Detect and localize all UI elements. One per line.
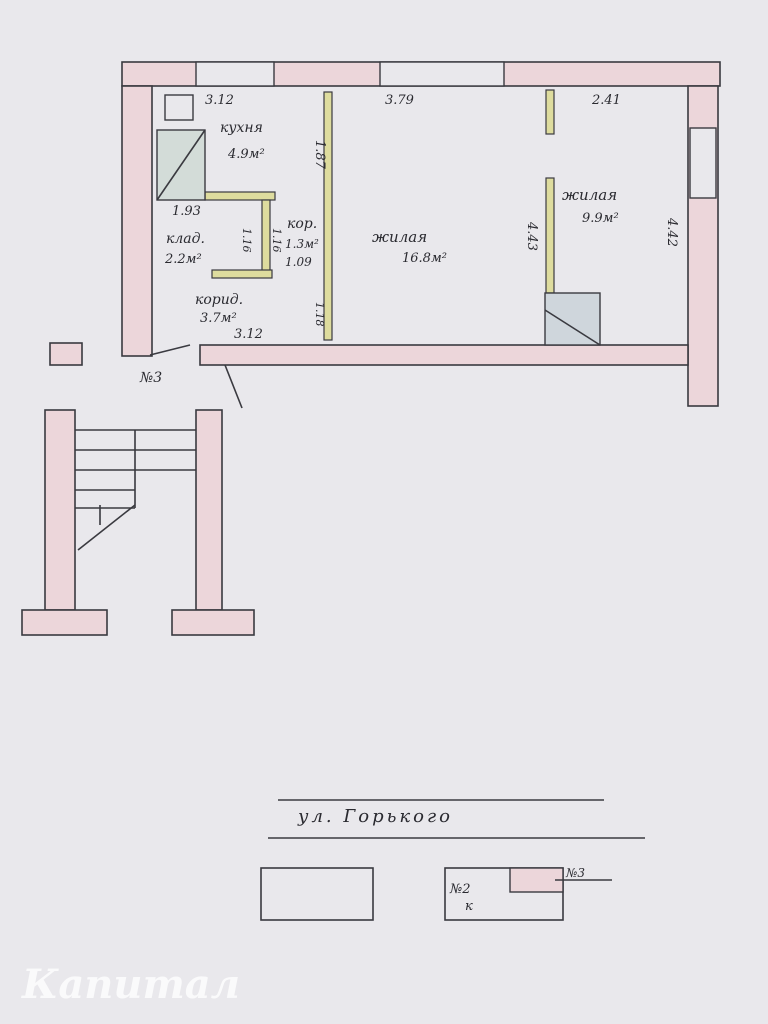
legend-apartment-number: №2 bbox=[449, 882, 471, 897]
room-name: жилая bbox=[562, 186, 617, 204]
window-right bbox=[689, 127, 717, 199]
legend-apartment-letter: к bbox=[465, 899, 473, 914]
dimension-label: 1.18 bbox=[313, 302, 326, 327]
room-name: кухня bbox=[220, 120, 263, 136]
legend-box-empty bbox=[260, 867, 374, 921]
dimension-label: 3.12 bbox=[205, 93, 234, 108]
wall-fragment bbox=[49, 342, 83, 366]
watermark-logo: Капитал bbox=[21, 961, 240, 1008]
dimension-label: 3.79 bbox=[385, 93, 414, 108]
dimension-label: 3.12 bbox=[234, 327, 263, 342]
room-area: 9.9м² bbox=[582, 211, 619, 226]
room-name: клад. bbox=[166, 231, 205, 247]
room-area: 2.2м² bbox=[164, 252, 202, 267]
kitchen-unit bbox=[156, 129, 206, 201]
dimension-label: 4.43 bbox=[524, 221, 539, 251]
room-area: 1.3м² bbox=[285, 237, 319, 251]
entrance-label: №3 bbox=[139, 370, 162, 386]
door-swing bbox=[224, 364, 243, 409]
room-name: жилая bbox=[372, 228, 427, 246]
dimension-label: 4.42 bbox=[664, 217, 679, 247]
room-area: 3.7м² bbox=[200, 311, 237, 326]
legend-box-apartment bbox=[444, 867, 564, 921]
door-swing bbox=[149, 344, 191, 356]
dimension-label: 1.16 bbox=[270, 228, 283, 253]
dimension-label: 2.41 bbox=[591, 93, 621, 108]
dimension-label: 1.09 bbox=[285, 255, 312, 269]
legend-highlight bbox=[509, 867, 564, 893]
window-top-2 bbox=[379, 61, 505, 87]
room-area: 4.9м² bbox=[227, 147, 265, 162]
room-name: кор. bbox=[287, 216, 317, 232]
partitions bbox=[204, 89, 555, 341]
stove-heater bbox=[544, 292, 601, 346]
dimension-label: 1.16 bbox=[240, 228, 253, 253]
room-name: корид. bbox=[195, 292, 243, 308]
staircase bbox=[21, 409, 255, 636]
window-top-1 bbox=[195, 61, 275, 87]
room-area: 16.8м² bbox=[402, 251, 447, 266]
outer-walls bbox=[121, 61, 721, 407]
stove-icon bbox=[164, 94, 194, 121]
dimension-label: 1.93 bbox=[172, 204, 201, 219]
legend-pointer-label: №3 bbox=[565, 866, 585, 880]
street-name: ул. Горького bbox=[297, 806, 453, 827]
dimension-label: 1.87 bbox=[312, 140, 327, 170]
